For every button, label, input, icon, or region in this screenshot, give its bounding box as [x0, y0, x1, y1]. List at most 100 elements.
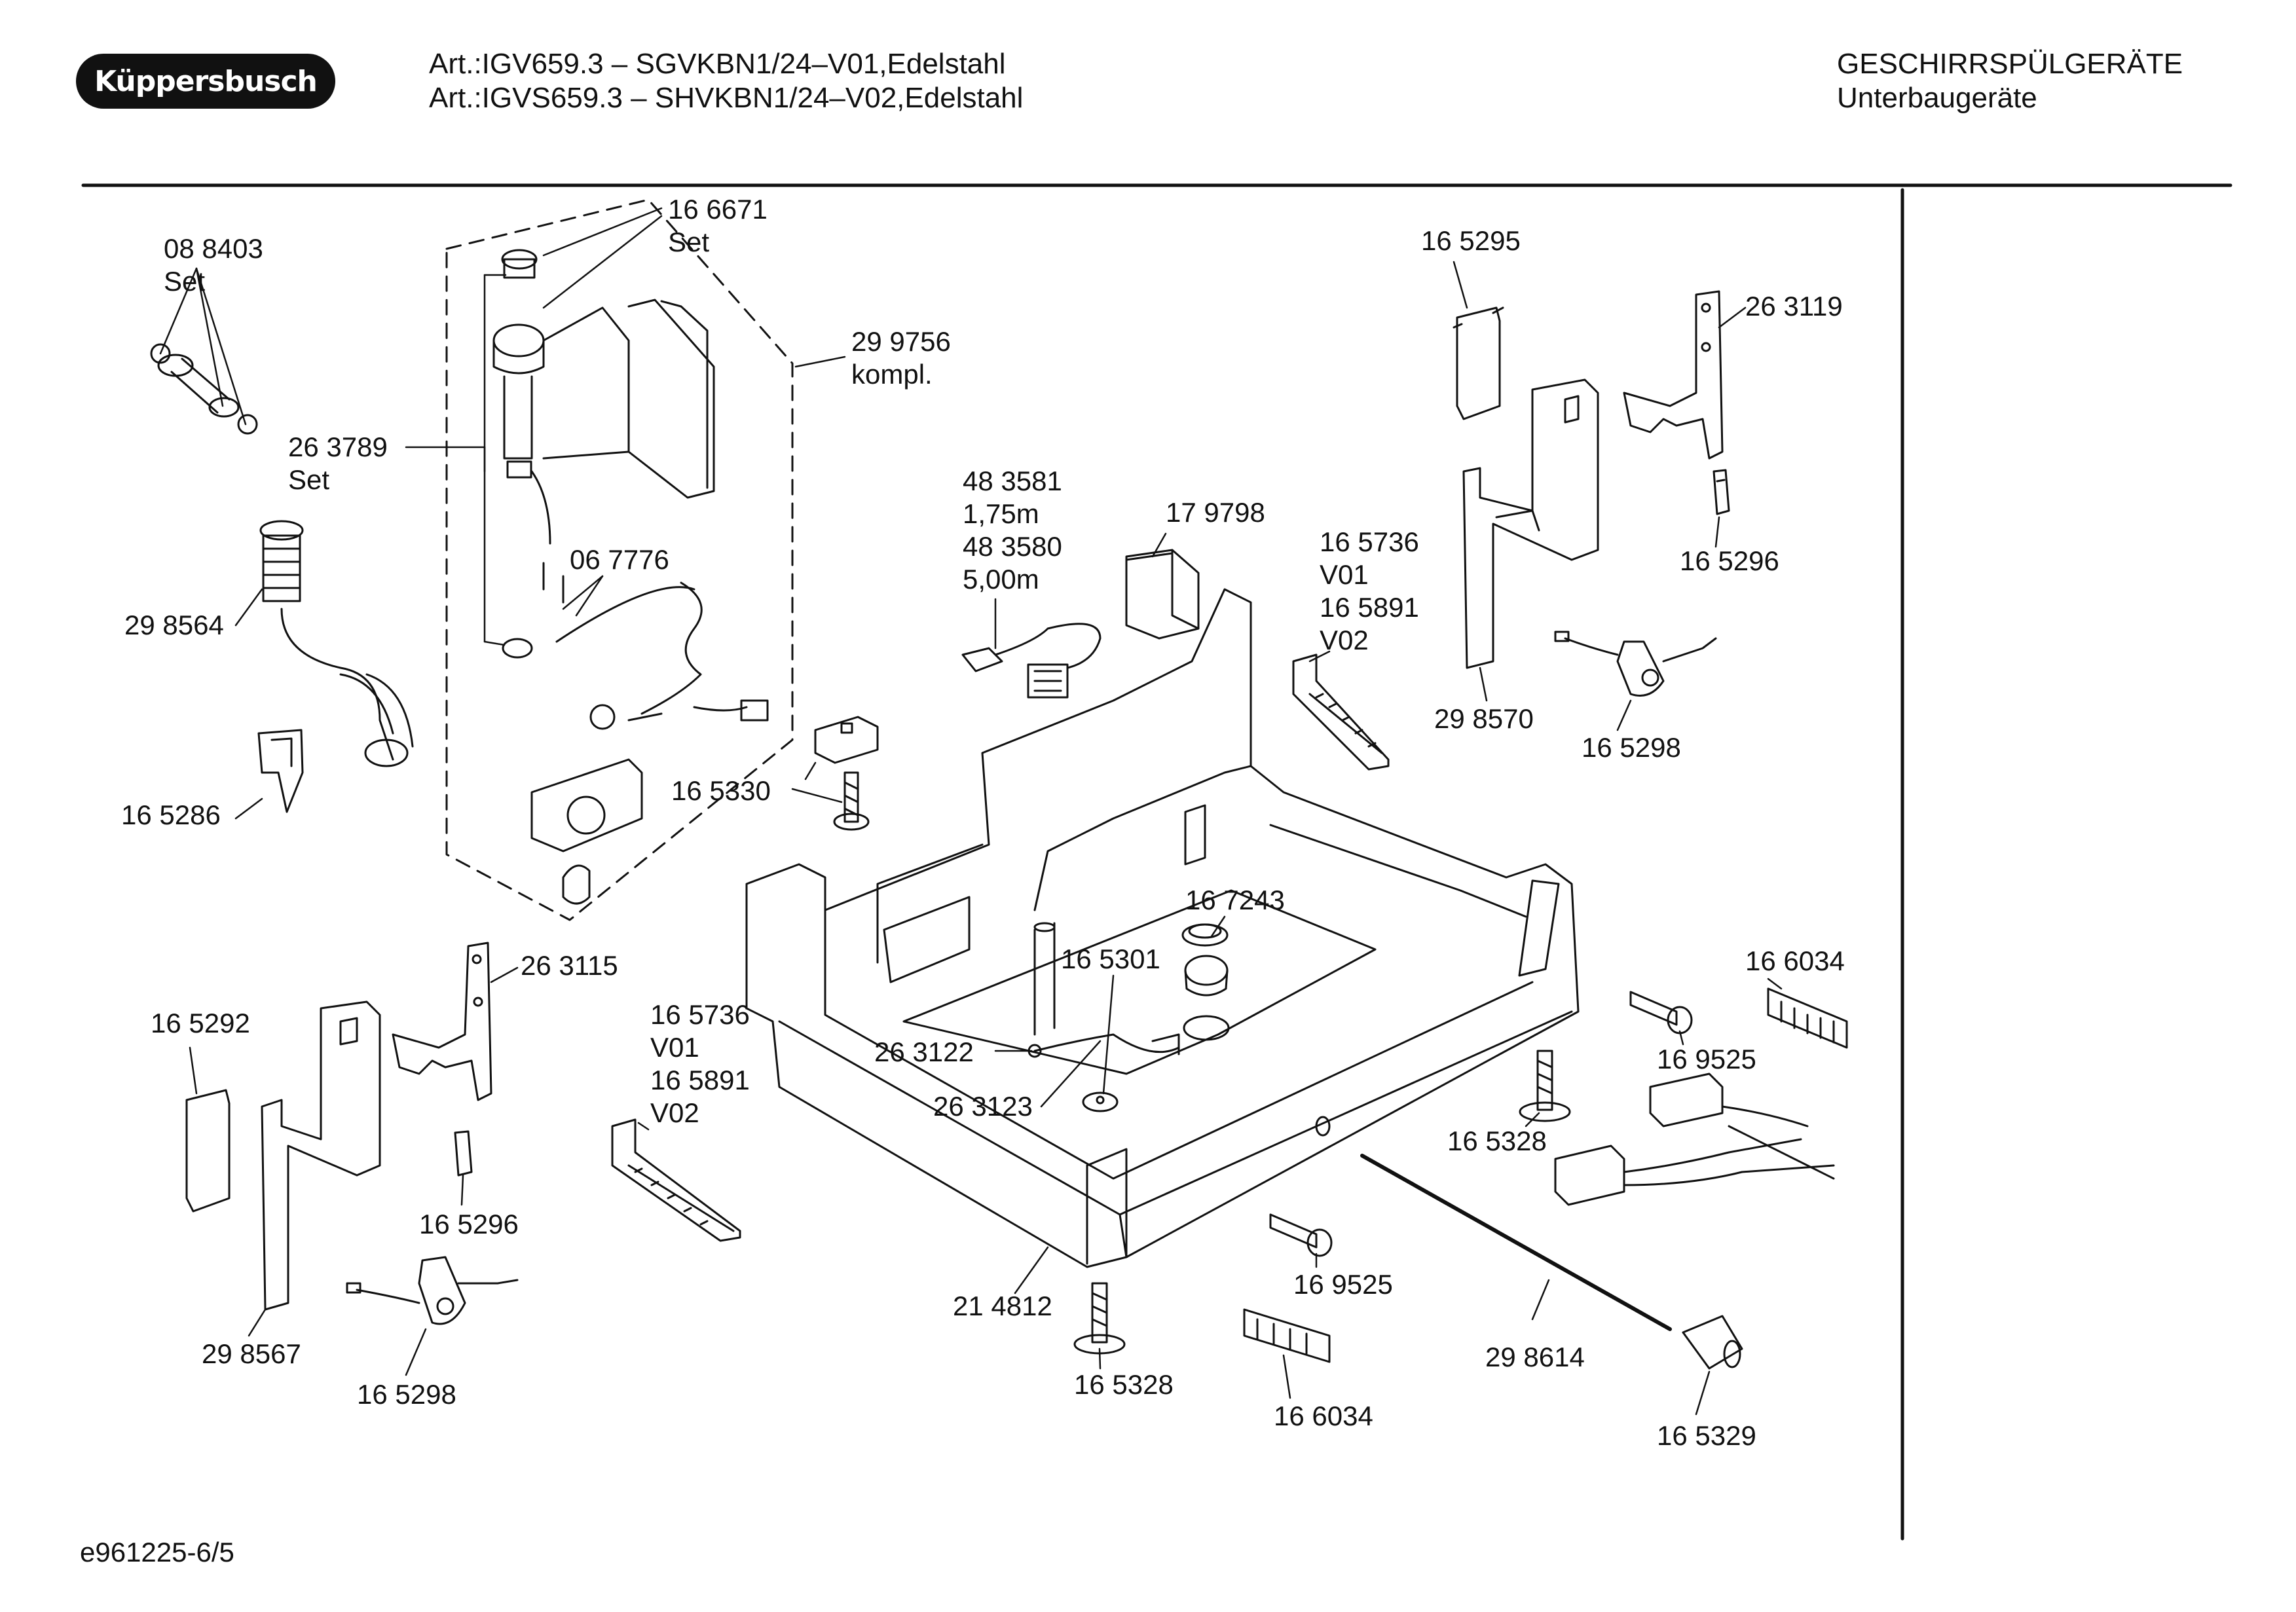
foot-screw-b [1075, 1283, 1124, 1353]
part-callout: 29 8570 [1434, 703, 1534, 735]
leader-line [1151, 532, 1167, 558]
part-callout-line: 16 5292 [151, 1008, 250, 1038]
part-callout: 17 9798 [1166, 496, 1265, 529]
part-callout-line: V01 [1320, 559, 1369, 590]
part-callout: 16 9525 [1657, 1043, 1756, 1076]
leader-line [483, 640, 506, 646]
part-callout-line: 26 3119 [1745, 291, 1843, 321]
part-callout-line: V02 [650, 1097, 699, 1128]
seal-rings [1183, 925, 1229, 1040]
part-callout: 29 8567 [202, 1338, 301, 1370]
article-block: Art.:IGV659.3 – SGVKBN1/24–V01,Edelstahl… [429, 47, 1023, 115]
part-callout-line: 17 9798 [1166, 497, 1265, 528]
part-callout: 29 8614 [1485, 1341, 1585, 1374]
fill-hose [261, 521, 413, 766]
brand-logo: Küppersbusch [76, 54, 335, 109]
switch-cover-left [187, 1090, 229, 1211]
leader-line [1678, 1030, 1684, 1046]
part-callout-line: 16 5328 [1447, 1126, 1547, 1156]
leader-line [460, 1174, 464, 1206]
door-bracket-left [262, 1002, 380, 1310]
drawing-id: e961225-6/5 [80, 1537, 234, 1567]
part-callout-line: 16 9525 [1293, 1269, 1393, 1300]
hose-clip [259, 730, 303, 812]
part-callout-line: 16 5328 [1074, 1369, 1174, 1400]
leader-line [1714, 516, 1720, 548]
article-line-1: Art.:IGV659.3 – SGVKBN1/24–V01,Edelstahl [429, 48, 1006, 80]
leader-line [1210, 915, 1226, 938]
part-callout-line: Set [164, 266, 206, 297]
hinge-cam-right [1555, 632, 1716, 696]
category-subtitle: Unterbaugeräte [1837, 82, 2037, 114]
leader-line [1282, 1354, 1291, 1399]
part-callout-line: 16 6034 [1745, 945, 1845, 976]
sensor-harness [1029, 1035, 1179, 1057]
part-callout-line: 16 6034 [1274, 1401, 1373, 1431]
power-cable [963, 624, 1100, 697]
switch-screw [834, 773, 868, 830]
part-callout-line: 16 5286 [121, 799, 221, 830]
hinge-plate-right [1624, 291, 1722, 458]
leader-line [159, 267, 198, 355]
part-callout-line: 16 5329 [1657, 1420, 1756, 1451]
part-callout-line: 16 5736 [650, 999, 750, 1030]
part-callout: 16 5328 [1074, 1368, 1174, 1401]
leader-line [234, 797, 263, 820]
brand-name: Küppersbusch [94, 64, 318, 98]
water-valve-assembly [494, 250, 768, 729]
leader-line [195, 267, 224, 407]
leader-line [575, 575, 604, 617]
part-callout-line: 16 9525 [1657, 1044, 1756, 1074]
part-callout-line: 16 5298 [357, 1379, 456, 1410]
part-callout-line: V02 [1320, 625, 1369, 655]
rod-bushing [1683, 1316, 1742, 1368]
part-callout-line: 16 5330 [671, 775, 771, 806]
part-callout-line: 48 3580 [963, 531, 1062, 562]
article-line-2: Art.:IGVS659.3 – SHVKBN1/24–V02,Edelstah… [429, 82, 1024, 114]
part-callout-line: 16 5296 [1680, 545, 1779, 576]
cable-comb-b [1244, 1310, 1329, 1362]
aquastop-switch-right [1293, 655, 1388, 769]
part-callout-line: 26 3115 [521, 950, 618, 981]
part-callout-line: kompl. [851, 359, 933, 390]
part-callout-line: 16 6671 [668, 194, 768, 225]
door-switch [815, 717, 878, 763]
part-callout: 16 5329 [1657, 1420, 1756, 1452]
part-callout-line: 21 4812 [953, 1291, 1052, 1321]
part-callout: 16 5328 [1447, 1125, 1547, 1158]
leader-line [542, 207, 663, 257]
part-callout-line: 16 5891 [650, 1065, 750, 1095]
part-callout-line: 16 5891 [1320, 592, 1419, 623]
suppression-capacitor [1126, 550, 1198, 638]
part-callout-line: 16 5298 [1582, 732, 1681, 763]
switch-cover-right [1454, 308, 1503, 419]
category-title: GESCHIRRSPÜLGERÄTE [1837, 48, 2183, 80]
leader-line [562, 575, 604, 610]
leader-line [195, 267, 247, 426]
part-callout: 16 5295 [1421, 225, 1521, 257]
leader-line [1308, 650, 1331, 663]
leader-line [1040, 1040, 1102, 1108]
part-callout: 16 5298 [357, 1378, 456, 1411]
leader-line [1453, 261, 1468, 309]
leader-line [791, 788, 843, 803]
part-callout-line: 29 8614 [1485, 1342, 1585, 1372]
leader-line [1695, 1370, 1711, 1416]
part-callout-line: 26 3789 [288, 431, 388, 462]
callout-leaders [159, 207, 1783, 1416]
part-callout: 16 5296 [1680, 545, 1779, 577]
float-disc [1083, 1093, 1117, 1111]
leader-line [637, 1122, 650, 1131]
part-callout-line: 16 5301 [1061, 943, 1160, 974]
part-callout-line: 48 3581 [963, 466, 1062, 496]
part-callout: 16 5330 [671, 775, 771, 807]
hinge-plate-left [393, 943, 491, 1100]
adjust-bolt-a [1631, 992, 1692, 1033]
hose-clamp-set [151, 344, 257, 433]
kit-boundary [445, 198, 794, 921]
leader-line [542, 215, 663, 309]
part-callout-line: 26 3122 [874, 1036, 974, 1067]
wiring-connectors [1555, 1074, 1834, 1205]
